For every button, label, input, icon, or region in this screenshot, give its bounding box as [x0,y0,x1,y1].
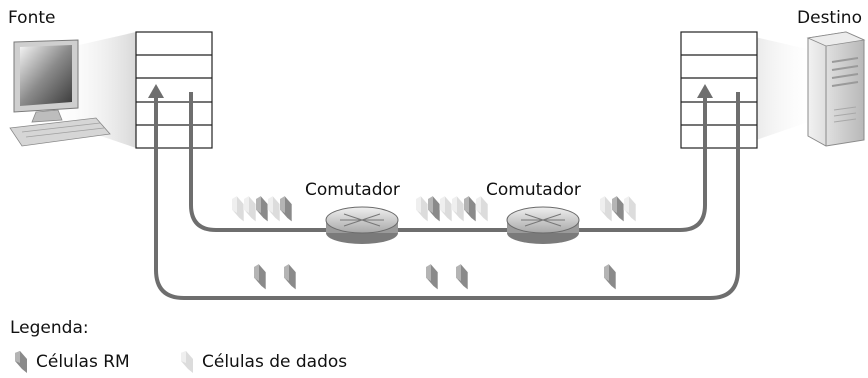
rm-cell [253,263,267,291]
source-label: Fonte [8,8,56,28]
data-cell [623,195,637,223]
server-tower-icon [806,31,866,147]
forward-path [189,92,707,232]
switch-1-label: Comutador [305,180,400,200]
data-cell [439,195,453,223]
destination-label: Destino [797,8,862,28]
data-cell-group-2 [415,195,489,223]
arrow-up-dest [697,84,713,98]
rm-cell-icon [15,351,27,373]
data-cell [599,195,613,223]
desktop-computer-icon [9,39,111,147]
rm-cell [427,195,441,223]
data-cell [451,195,465,223]
data-cell [231,195,245,223]
atm-switch-icon [506,206,580,244]
legend-data-cells: Células de dados [178,351,347,373]
data-cell-group-1 [231,195,293,223]
arrow-up-source [148,84,164,98]
atm-switch-icon [325,206,399,244]
rm-cells [253,263,617,291]
legend-title: Legenda: [10,318,89,338]
data-cell [475,195,489,223]
source-protocol-stack [135,31,213,149]
data-cell [415,195,429,223]
data-cell [243,195,257,223]
switch-2-label: Comutador [486,180,581,200]
rm-cell [463,195,477,223]
rm-cell [603,263,617,291]
legend-data-label: Células de dados [202,352,348,372]
data-cell-icon [181,351,193,373]
legend-rm-cells: Células RM [12,351,130,373]
data-cell [267,195,281,223]
rm-cell [455,263,469,291]
rm-cell [279,195,293,223]
rm-cell [611,195,625,223]
legend-rm-label: Células RM [36,352,130,372]
rm-cell [283,263,297,291]
destination-protocol-stack [680,31,758,149]
rm-cell [425,263,439,291]
backward-path [154,92,740,300]
rm-cell [255,195,269,223]
data-cell-group-3 [599,195,637,223]
